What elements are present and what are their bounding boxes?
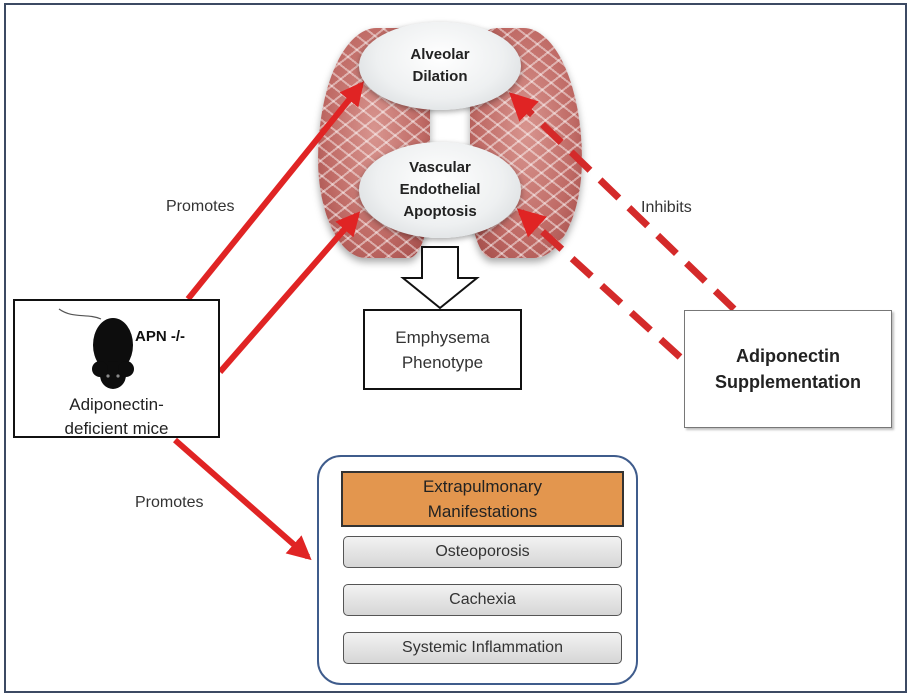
mice-line-1: Adiponectin- <box>69 395 164 414</box>
manifestation-cachexia: Cachexia <box>343 584 622 616</box>
adiponectin-deficient-mice-node: APN -/- Adiponectin- deficient mice <box>13 299 220 438</box>
supplementation-line-2: Supplementation <box>714 372 861 392</box>
figure-frame <box>4 3 907 693</box>
vascular-line-3: Apoptosis <box>403 203 477 220</box>
alveolar-dilation-node: Alveolar Dilation <box>359 22 521 110</box>
emphysema-line-2: Phenotype <box>401 352 484 372</box>
vascular-line-1: Vascular <box>409 159 471 176</box>
inhibits-alveolar-arrow <box>508 92 737 312</box>
inhibits-vascular-arrow <box>516 208 683 360</box>
extrapulmonary-header: Extrapulmonary Manifestations <box>341 471 624 527</box>
promotes-alveolar-arrow <box>185 81 365 301</box>
promotes-label-bottom: Promotes <box>135 494 204 511</box>
alveolar-line-1: Alveolar <box>410 46 470 63</box>
supplementation-line-1: Adiponectin <box>736 346 840 366</box>
extrapulmonary-header-line-1: Extrapulmonary <box>422 477 543 496</box>
promotes-label-top: Promotes <box>166 198 235 215</box>
manifestation-systemic-inflammation: Systemic Inflammation <box>343 632 622 664</box>
inhibits-label: Inhibits <box>641 199 692 216</box>
manifestation-osteoporosis: Osteoporosis <box>343 536 622 568</box>
alveolar-line-2: Dilation <box>412 68 468 85</box>
promotes-vascular-arrow <box>217 211 361 374</box>
vascular-line-2: Endothelial <box>399 181 481 198</box>
apn-knockout-label: APN -/- <box>135 328 185 345</box>
emphysema-down-arrow <box>400 246 480 310</box>
emphysema-line-1: Emphysema <box>395 327 490 347</box>
extrapulmonary-header-line-2: Manifestations <box>427 502 538 521</box>
extrapulmonary-panel: Extrapulmonary Manifestations Osteoporos… <box>317 455 638 685</box>
vascular-apoptosis-node: Vascular Endothelial Apoptosis <box>359 142 521 238</box>
mice-line-2: deficient mice <box>64 419 169 438</box>
mouse-icon <box>58 308 134 389</box>
mice-caption: Adiponectin- deficient mice <box>15 393 218 441</box>
adiponectin-supplementation-node: Adiponectin Supplementation <box>684 310 892 428</box>
emphysema-phenotype-node: Emphysema Phenotype <box>363 309 522 390</box>
promotes-extrapulmonary-arrow <box>173 437 312 561</box>
